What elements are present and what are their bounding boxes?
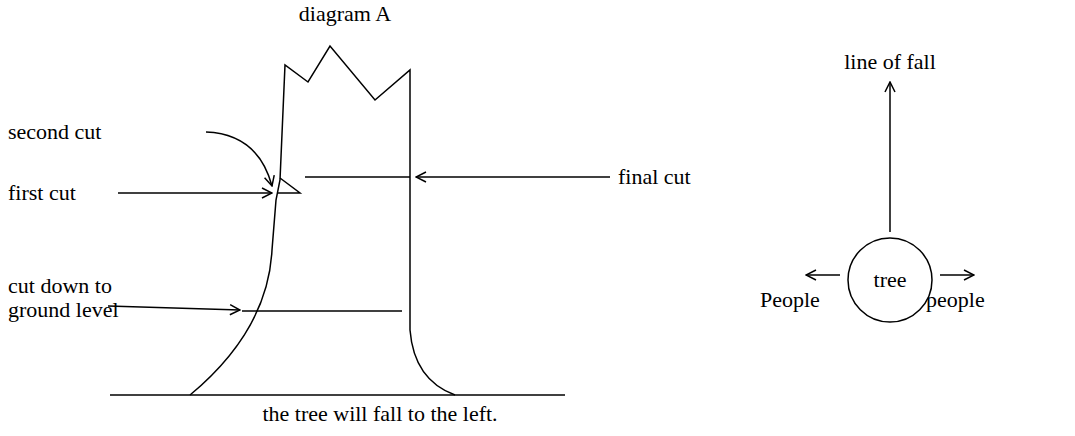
- callout-label: second cut: [8, 120, 101, 144]
- diagram-title: diagram A: [299, 2, 391, 26]
- callout-label: people: [926, 288, 985, 312]
- leader-arrow: [206, 132, 272, 186]
- diagram-caption: the tree will fall to the left.: [262, 402, 497, 426]
- callout-label: cut down to ground level: [8, 274, 136, 322]
- leader-arrow: [416, 176, 610, 178]
- ground-line: [110, 394, 565, 396]
- fall-arrow: [889, 82, 891, 232]
- callout-label: final cut: [618, 165, 691, 189]
- leader-arrow: [118, 192, 272, 194]
- callout-label: line of fall: [844, 50, 936, 74]
- notch-cut: [278, 178, 300, 193]
- circle-shape: [848, 238, 932, 322]
- tree-trunk: [190, 46, 455, 395]
- callout-label: first cut: [8, 181, 76, 205]
- tree-circle: tree: [847, 237, 933, 323]
- callout-label: People: [760, 288, 820, 312]
- people-arrow: [806, 274, 840, 276]
- people-arrow: [940, 274, 974, 276]
- node-text: tree: [874, 268, 907, 292]
- leader-arrow: [108, 306, 240, 310]
- final-cut-line: [305, 176, 410, 178]
- ground-cut-line: [242, 310, 402, 312]
